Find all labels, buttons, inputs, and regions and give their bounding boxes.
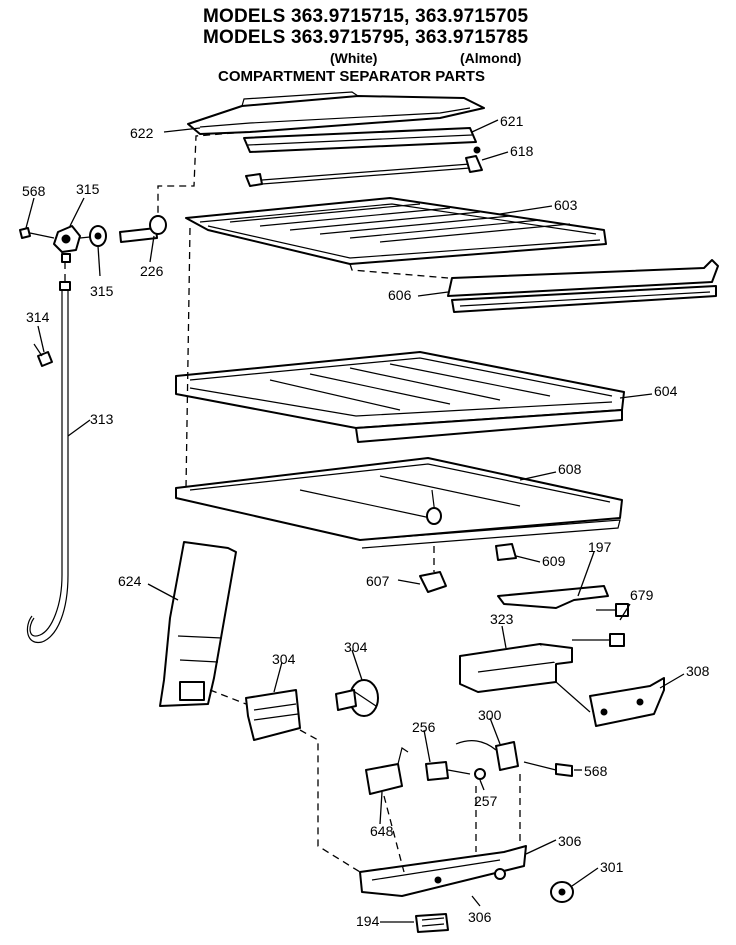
part-603-shelf bbox=[185, 197, 607, 265]
callout-609: 609 bbox=[542, 553, 566, 569]
models-line-1: MODELS 363.9715715, 363.9715705 bbox=[203, 6, 529, 27]
callout-622: 622 bbox=[130, 125, 154, 141]
part-568-screw bbox=[523, 761, 573, 777]
callout-300: 300 bbox=[478, 707, 502, 723]
callout-304-right: 304 bbox=[344, 639, 368, 655]
part-624-panel bbox=[159, 541, 237, 707]
callout-568-bottom: 568 bbox=[584, 763, 608, 779]
part-313-rod bbox=[26, 262, 71, 644]
part-304-housing bbox=[209, 689, 301, 741]
part-606-trim bbox=[349, 259, 719, 313]
part-607-knob bbox=[419, 546, 447, 593]
callout-568-top: 568 bbox=[22, 183, 46, 199]
callout-606: 606 bbox=[388, 287, 412, 303]
callout-256: 256 bbox=[412, 719, 436, 735]
leader-lines bbox=[25, 119, 685, 923]
callout-197: 197 bbox=[588, 539, 612, 555]
color-almond-label: (Almond) bbox=[460, 50, 522, 66]
callout-604: 604 bbox=[654, 383, 678, 399]
callout-306-bottom: 306 bbox=[468, 909, 492, 925]
callout-603: 603 bbox=[554, 197, 578, 213]
callout-621: 621 bbox=[500, 113, 524, 129]
part-304-knob bbox=[335, 679, 379, 717]
callout-648: 648 bbox=[370, 823, 394, 839]
part-256-switch bbox=[425, 761, 471, 781]
callout-315-top: 315 bbox=[76, 181, 100, 197]
part-197-plate bbox=[497, 585, 609, 609]
models-line-2: MODELS 363.9715795, 363.9715785 bbox=[203, 27, 529, 48]
callout-315-bottom: 315 bbox=[90, 283, 114, 299]
callout-608: 608 bbox=[558, 461, 582, 477]
callout-607: 607 bbox=[366, 573, 390, 589]
callout-624: 624 bbox=[118, 573, 142, 589]
part-609-latch bbox=[495, 543, 517, 561]
part-194-pad bbox=[415, 913, 449, 933]
part-608-separator bbox=[175, 457, 623, 549]
callout-306-top: 306 bbox=[558, 833, 582, 849]
callout-618: 618 bbox=[510, 143, 534, 159]
part-306-bracket bbox=[359, 774, 527, 897]
callout-304-left: 304 bbox=[272, 651, 296, 667]
callout-308: 308 bbox=[686, 663, 710, 679]
callout-314: 314 bbox=[26, 309, 50, 325]
part-323-box bbox=[459, 643, 573, 693]
part-308-bracket bbox=[555, 677, 665, 727]
callout-labels: 622 621 618 568 315 315 226 603 606 314 … bbox=[22, 113, 710, 929]
part-648-thermostat bbox=[365, 747, 409, 795]
part-679-screw bbox=[572, 603, 629, 647]
part-301-grommet bbox=[550, 881, 574, 903]
callout-679: 679 bbox=[630, 587, 654, 603]
assembly-lines bbox=[157, 131, 405, 873]
diagram-subtitle: COMPARTMENT SEPARATOR PARTS bbox=[218, 68, 485, 85]
part-226-tube bbox=[119, 215, 167, 243]
part-315-fitting bbox=[19, 225, 107, 263]
color-white-label: (White) bbox=[330, 50, 378, 66]
part-314-clip bbox=[33, 343, 53, 367]
part-621-channel bbox=[243, 127, 477, 153]
part-257-screw bbox=[474, 768, 486, 780]
part-622-cover bbox=[187, 91, 485, 135]
callout-194: 194 bbox=[356, 913, 380, 929]
part-604-pan bbox=[175, 351, 625, 443]
callout-257: 257 bbox=[474, 793, 498, 809]
part-300-relay bbox=[455, 740, 519, 771]
part-618-rod bbox=[245, 146, 483, 187]
callout-226: 226 bbox=[140, 263, 164, 279]
callout-301: 301 bbox=[600, 859, 624, 875]
callout-323: 323 bbox=[490, 611, 514, 627]
callout-313: 313 bbox=[90, 411, 114, 427]
